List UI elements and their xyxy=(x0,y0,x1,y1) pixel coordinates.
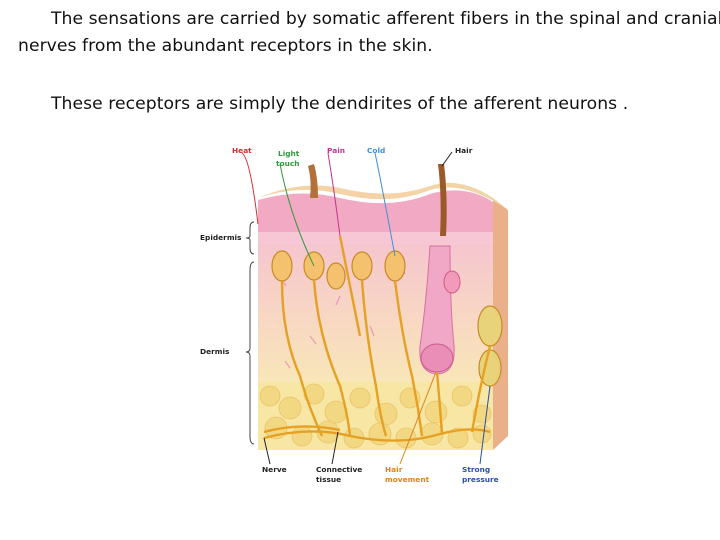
layer-brackets xyxy=(246,222,254,444)
label-nerve: Nerve xyxy=(262,465,287,474)
label-epidermis: Epidermis xyxy=(200,233,242,242)
label-light-touch: touch xyxy=(276,159,300,168)
label-connective-tissue: tissue xyxy=(316,475,341,484)
paragraph-line: nerves from the abundant receptors in th… xyxy=(18,33,708,60)
label-strong-pressure: pressure xyxy=(462,475,499,484)
label-light-touch: Light xyxy=(278,149,300,158)
label-hair: Hair xyxy=(455,146,473,155)
label-hair-movement: movement xyxy=(385,475,430,484)
label-pain: Pain xyxy=(327,146,345,155)
label-cold: Cold xyxy=(367,146,385,155)
label-dermis: Dermis xyxy=(200,347,230,356)
label-strong-pressure: Strong xyxy=(462,465,490,474)
paragraph-line: The sensations are carried by somatic af… xyxy=(18,6,708,33)
skin-block xyxy=(258,183,508,450)
label-heat: Heat xyxy=(232,146,252,155)
label-hair-movement: Hair xyxy=(385,465,403,474)
paragraph-sensations: The sensations are carried by somatic af… xyxy=(18,6,708,60)
skin-receptors-illustration: Heat Light touch Pain Cold Hair Epidermi… xyxy=(190,136,520,492)
label-connective-tissue: Connective xyxy=(316,465,362,474)
paragraph-receptors: These receptors are simply the dendirite… xyxy=(51,91,628,118)
